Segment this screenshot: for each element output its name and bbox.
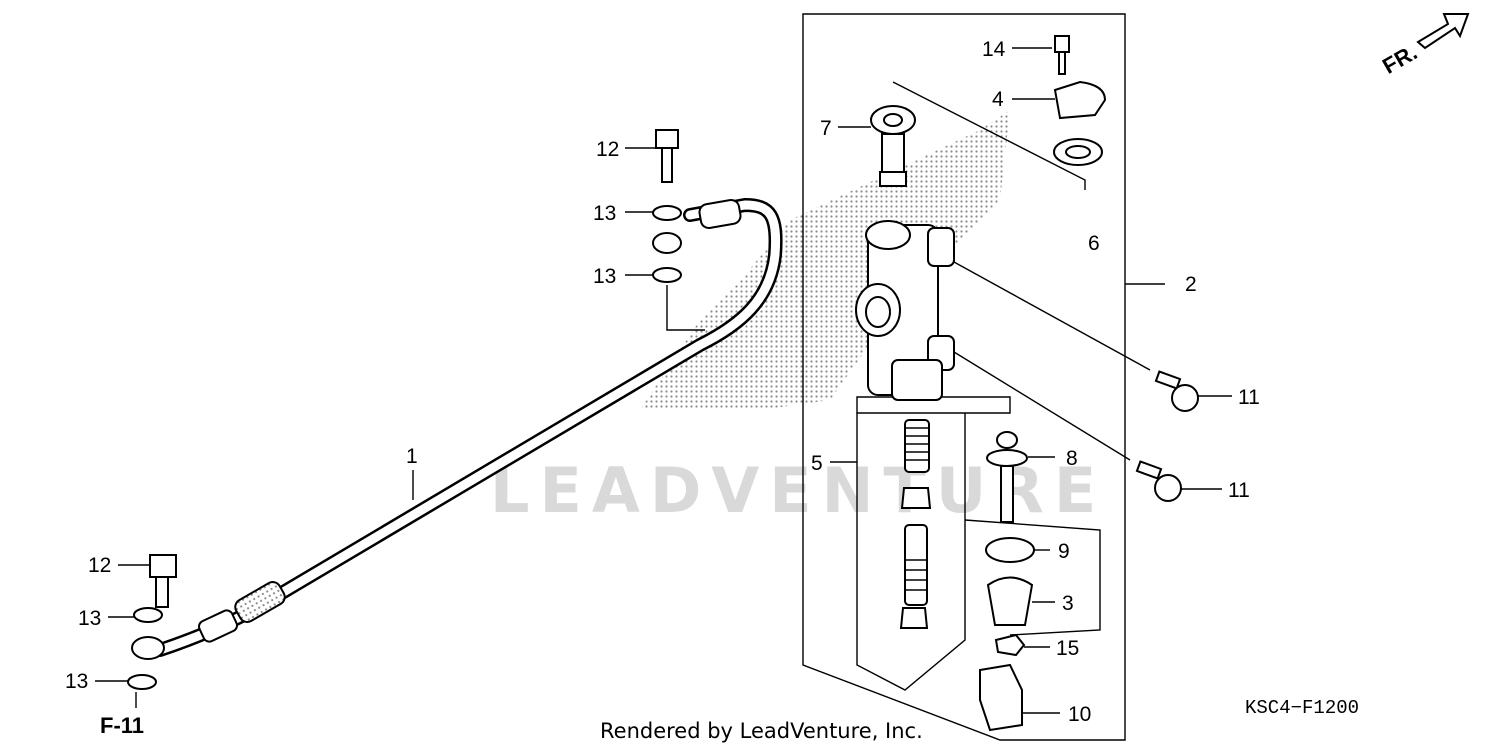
master-cylinder-body [855,220,1151,461]
callout-7: 7 [820,117,832,140]
circlip [985,537,1035,563]
brake-hose [153,197,783,657]
callout-13-upper-b: 13 [593,265,616,288]
diagram-code: KSC4−F1200 [1245,697,1359,719]
cap-bracket [892,81,1086,190]
reservoir-cap [1053,80,1107,120]
kit-bracket-top [856,396,1011,414]
callout-9: 9 [1058,540,1070,563]
callout-13-lower-a: 13 [78,607,101,630]
screw-14-head [1054,35,1070,53]
boot [986,576,1034,626]
lower-banjo-group [127,554,177,708]
credit-text: Rendered by LeadVenture, Inc. [600,719,923,743]
assembly-outline [802,13,1126,741]
callout-15: 15 [1056,637,1079,660]
callout-12-upper: 12 [596,138,619,161]
push-rod-joint [979,663,1023,732]
front-direction-arrow-icon [1416,13,1470,50]
callout-8: 8 [1066,447,1078,470]
callout-13-lower-b: 13 [65,670,88,693]
upper-banjo-group [652,129,705,331]
callout-6: 6 [1088,232,1100,255]
seal-kit-outline [964,519,1101,636]
watermark-text: LEADVENTURE [490,454,1106,527]
callout-5: 5 [811,452,823,475]
bolt-11-lower [1135,460,1182,502]
piston-kit-parts [899,419,932,629]
front-direction-label: FR. [1378,39,1421,78]
push-rod [986,431,1028,523]
lock-nut [994,633,1026,657]
callout-1: 1 [406,445,418,468]
callout-4: 4 [992,88,1004,111]
callout-10: 10 [1068,703,1091,726]
bolt-11-upper [1154,370,1199,412]
screw-14-shank [1058,51,1066,75]
callout-13-upper-a: 13 [593,202,616,225]
callout-11-upper: 11 [1238,386,1260,409]
callout-11-lower: 11 [1228,479,1250,502]
reservoir-joint [870,105,916,187]
callout-14: 14 [982,38,1006,61]
callout-3: 3 [1062,592,1074,615]
piston-kit-outline [856,413,966,691]
callout-12-lower: 12 [88,554,111,577]
callout-leaders [95,47,1232,714]
callout-2: 2 [1185,273,1197,296]
reference-label: F-11 [100,713,144,738]
